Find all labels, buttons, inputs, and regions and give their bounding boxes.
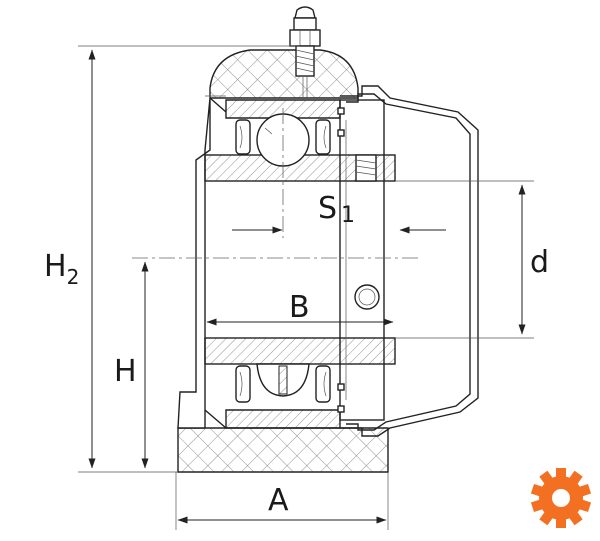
extension-lines	[78, 45, 534, 530]
gear-tooth	[556, 468, 566, 480]
housing-wall	[177, 95, 227, 429]
outer-ring-lower	[225, 409, 341, 429]
housing-top	[209, 49, 359, 99]
gear-tooth	[556, 516, 566, 528]
set-screw	[355, 154, 377, 182]
lube-hole	[354, 284, 380, 310]
grease-nipple	[289, 6, 321, 100]
end-cap	[337, 85, 479, 437]
lower-ball-bearing	[235, 363, 331, 403]
housing-base	[177, 427, 389, 473]
gear-icon	[530, 468, 592, 528]
center-lines	[132, 108, 420, 259]
label-a: A	[268, 483, 289, 518]
label-b: B	[289, 290, 310, 325]
inner-ring-lower	[204, 337, 396, 365]
label-h: H	[114, 354, 137, 389]
upper-ball-bearing	[235, 113, 331, 167]
dimension-lines	[88, 49, 526, 524]
label-d: d	[530, 245, 549, 280]
label-h2: H2	[44, 249, 79, 289]
